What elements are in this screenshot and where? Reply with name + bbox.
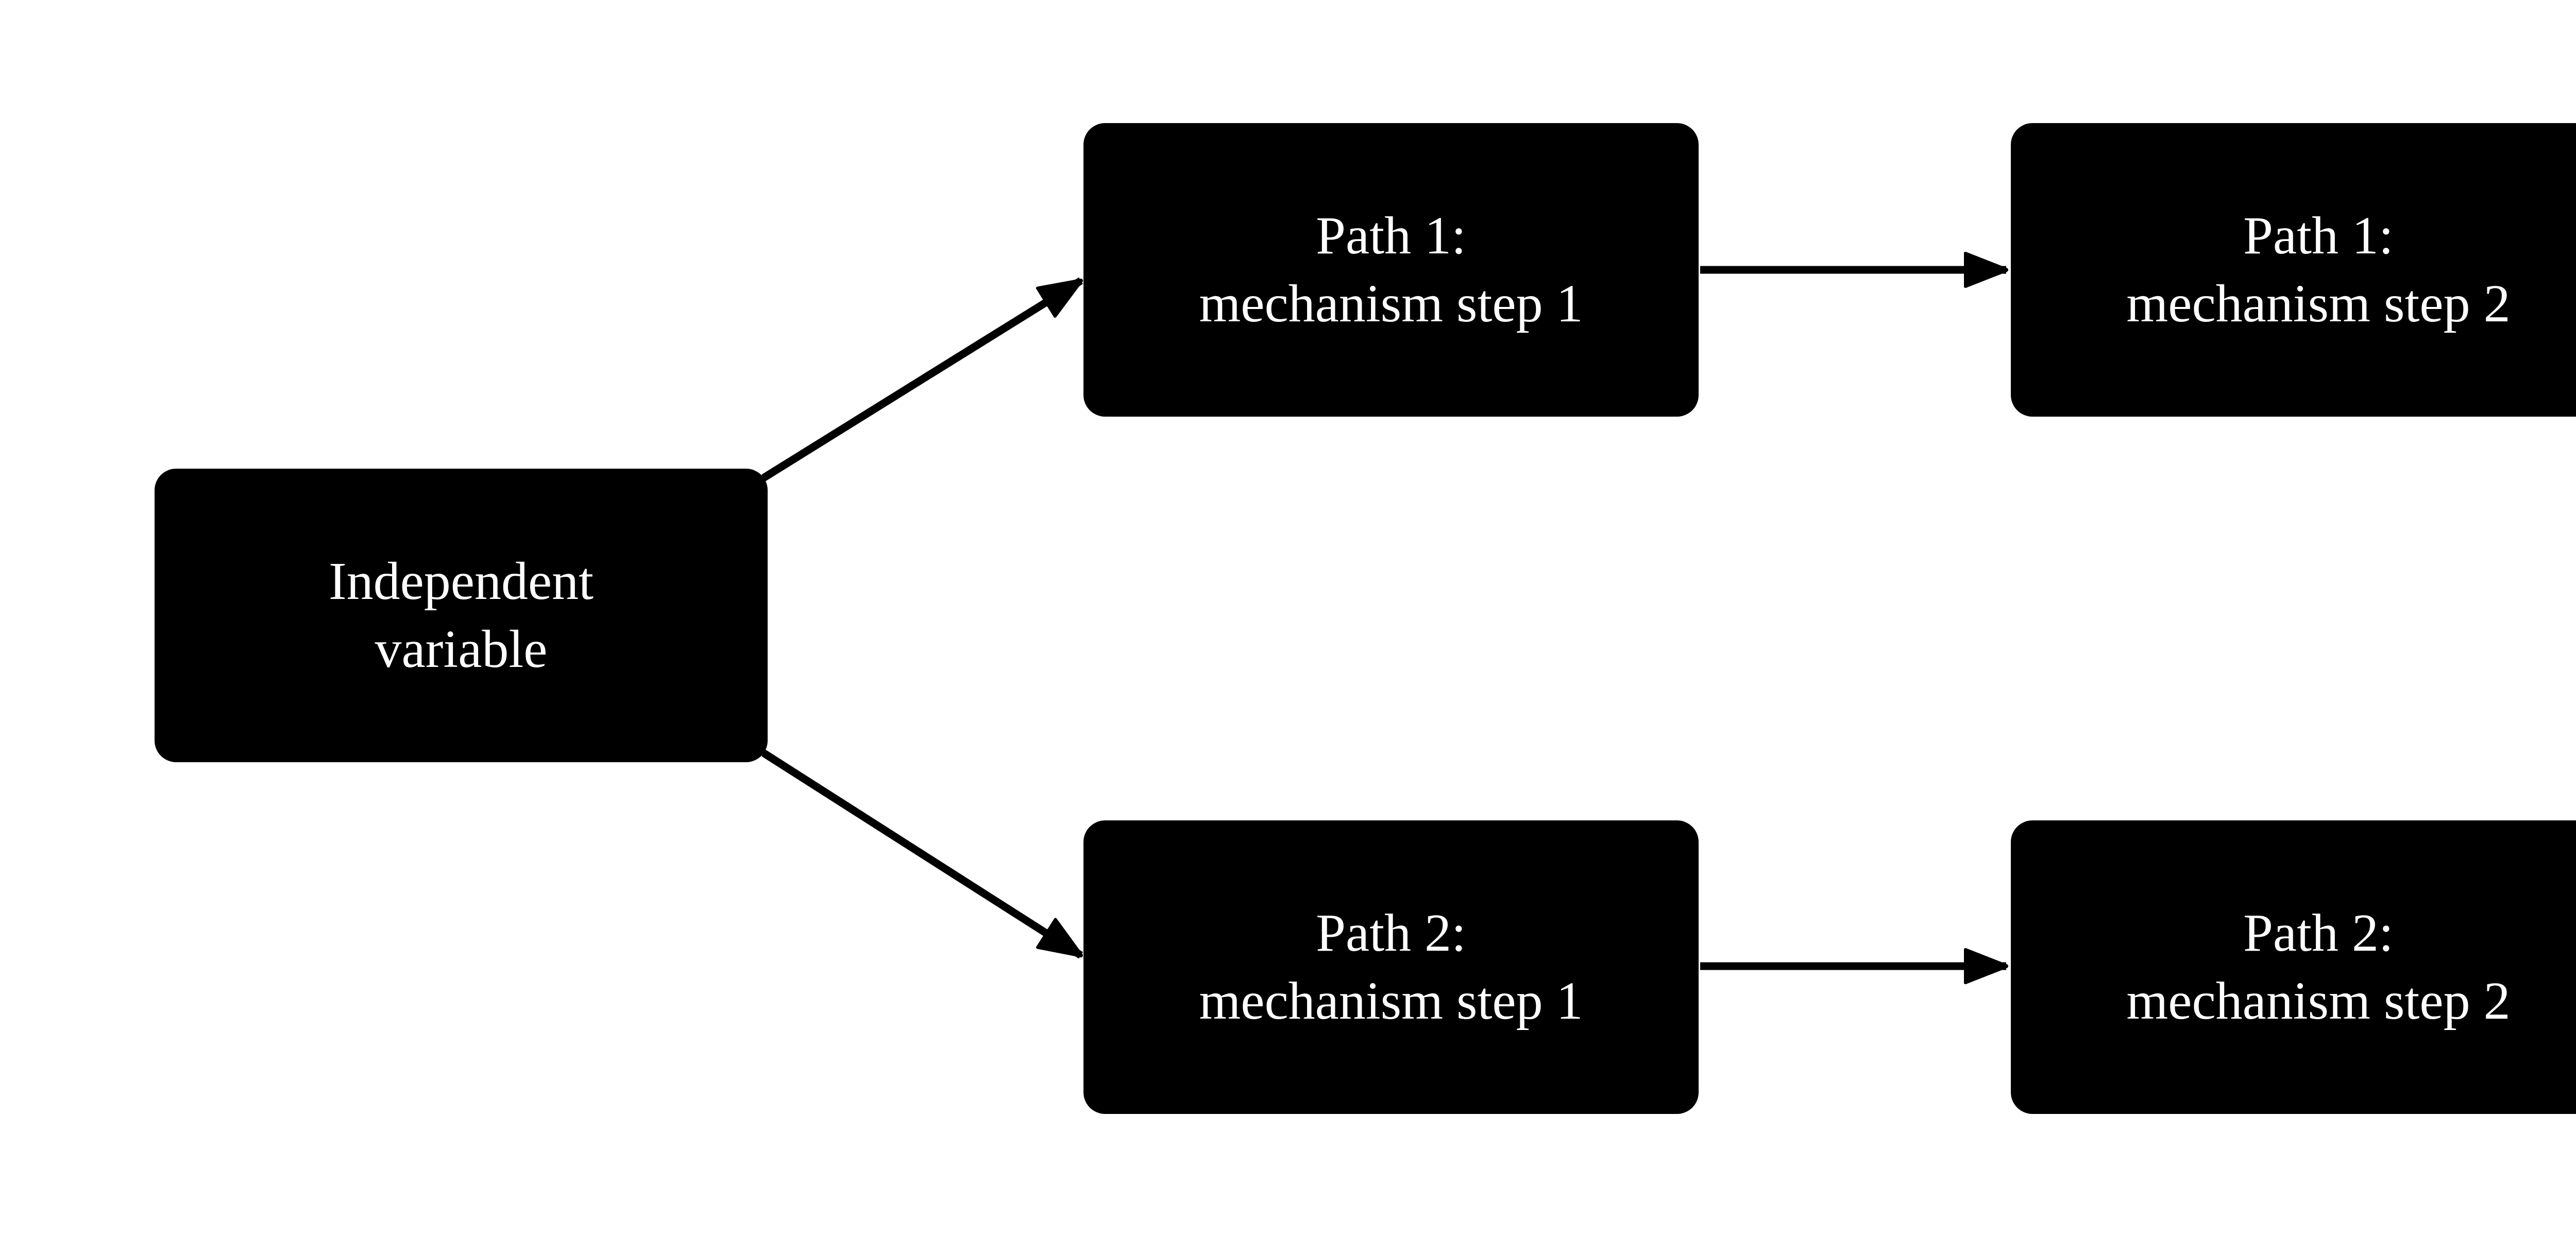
node-path1-mechanism-step-1: Path 1: mechanism step 1	[1083, 123, 1699, 417]
edge-independent-to-path1-step1	[761, 277, 1081, 482]
node-path2-mechanism-step-1: Path 2: mechanism step 1	[1083, 820, 1699, 1114]
node-path2-mechanism-step-2-label: Path 2: mechanism step 2	[2126, 903, 2511, 1031]
node-path1-mechanism-step-2-label: Path 1: mechanism step 2	[2126, 206, 2511, 333]
node-path1-mechanism-step-1-label: Path 1: mechanism step 1	[1199, 206, 1583, 333]
node-independent-variable-label: Independent variable	[328, 552, 594, 679]
node-path1-mechanism-step-2: Path 1: mechanism step 2	[2011, 123, 2576, 417]
node-independent-variable: Independent variable	[155, 469, 768, 762]
node-path2-mechanism-step-1-label: Path 2: mechanism step 1	[1199, 903, 1583, 1031]
edge-independent-to-path2-step1	[761, 749, 1083, 959]
node-path2-mechanism-step-2: Path 2: mechanism step 2	[2011, 820, 2576, 1114]
